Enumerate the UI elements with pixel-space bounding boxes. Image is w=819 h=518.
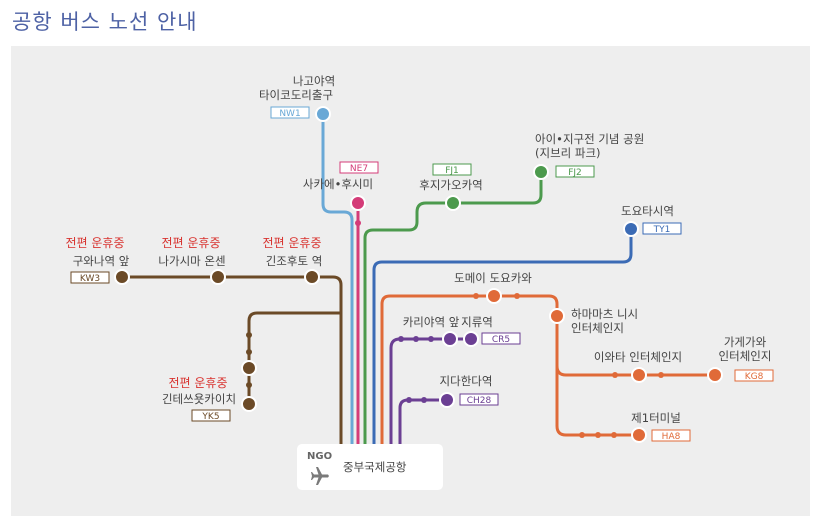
route-dot-orange-7 [611,432,617,438]
route-dot-purple-2 [413,336,419,342]
station-nw1[interactable] [315,106,331,122]
airport-box[interactable]: NGO 중부국제공항 [297,444,443,490]
label-fj2-line1: 아이•지구전 기념 공원 [535,132,644,146]
route-dot-brown-1 [246,332,252,338]
route-dot-purple-1 [398,336,404,342]
page-title: 공항 버스 노선 안내 [12,10,198,34]
route-dot-orange-2 [514,293,520,299]
badge-ha8: HA8 [651,429,691,442]
label-hamamatsu-line1: 하마마츠 니시 [571,307,638,321]
label-fj1: 후지가오카역 [419,178,482,192]
station-nagashima[interactable] [210,269,226,285]
label-gozaisho: 긴조후토 역 [266,254,323,268]
station-tokoname[interactable] [486,288,502,304]
station-ha8[interactable] [631,427,647,443]
label-kakegawa-line1: 가게가와 [724,335,767,349]
station-gozaisho[interactable] [304,269,320,285]
label-suspended-kw3: 전편 운휴중 [65,236,124,250]
station-cr5[interactable] [463,331,479,347]
route-line-purple-cr5 [389,337,471,444]
label-tokoname: 도메이 도요카와 [454,271,532,285]
airport-code: NGO [307,451,332,462]
label-nw1-line2: 타이코도리출구 [259,88,333,102]
badge-ty1: TY1 [642,222,682,235]
label-kw3: 구와나역 앞 [73,254,130,268]
route-line-purple-ch28 [398,398,447,444]
label-suspended-nagashima: 전편 운휴중 [161,236,220,250]
station-ch28[interactable] [439,392,455,408]
route-line-orange-ha8 [555,364,639,437]
label-suspended-yk5: 전편 운휴중 [168,376,227,390]
badge-kg8: KG8 [734,369,774,382]
label-hamamatsu-line2: 인터체인지 [571,321,624,335]
route-dot-purple-5 [421,397,427,403]
badge-yk5: YK5 [191,409,231,422]
badge-kw3: KW3 [70,271,110,284]
label-chiryu: 지류역 [461,315,493,329]
station-ty1[interactable] [623,221,639,237]
station-kw3[interactable] [114,269,130,285]
airport-name: 중부국제공항 [343,460,407,474]
route-dot-orange-5 [579,432,585,438]
code-fj2: FJ2 [568,168,582,178]
label-terminal1: 제1터미널 [631,411,681,425]
badge-cr5: CR5 [481,332,521,345]
route-dot-purple-4 [406,397,412,403]
badge-ne7: NE7 [339,161,379,174]
code-kw3: KW3 [80,274,100,284]
label-kariya: 카리야역 앞 [403,315,460,329]
route-dot-ne7 [355,220,361,226]
route-line-fj [363,172,543,444]
route-diagram: NW1 NE7 FJ1 FJ2 TY1 KW3 YK5 CR5 CH28 KG8… [65,74,774,490]
code-ch28: CH28 [467,396,492,406]
label-nw1-line1: 나고야역 [293,74,335,88]
badge-fj2: FJ2 [555,165,595,178]
route-line-nw1 [321,114,354,444]
airplane-icon [311,467,329,485]
station-hamamatsu[interactable] [549,308,565,324]
route-line-orange [380,294,715,444]
label-chita: 지다한다역 [440,374,493,388]
code-fj1: FJ1 [445,166,459,176]
station-fj1[interactable] [445,195,461,211]
label-yk5: 긴테쓰욧카이치 [162,392,236,406]
label-suspended-gozaisho: 전편 운휴중 [262,236,321,250]
station-ne7[interactable] [350,195,366,211]
label-kakegawa-line2: 인터체인지 [719,349,772,363]
route-dot-orange-6 [595,432,601,438]
station-fj2[interactable] [533,164,549,180]
station-yk5-upper[interactable] [241,360,257,376]
route-line-ty1 [372,229,633,444]
station-yk5[interactable] [241,396,257,412]
code-kg8: KG8 [745,372,764,382]
route-line-brown-yk5 [247,311,341,404]
route-dot-orange-1 [473,293,479,299]
code-ne7: NE7 [350,164,368,174]
route-dot-orange-4 [658,372,664,378]
route-dot-purple-3 [428,336,434,342]
code-ty1: TY1 [653,225,671,235]
code-cr5: CR5 [492,335,510,345]
route-dot-orange-3 [612,372,618,378]
badge-fj1: FJ1 [432,163,472,176]
label-iwata: 이와타 인터체인지 [594,350,682,364]
label-ty1: 도요타시역 [621,204,674,218]
code-ha8: HA8 [662,432,681,442]
label-ne7: 사카에•후시미 [303,177,373,191]
station-iwata[interactable] [631,367,647,383]
label-nagashima: 나가시마 온센 [158,254,225,268]
label-fj2-line2: (지브리 파크) [535,146,601,160]
station-kariya[interactable] [442,331,458,347]
badge-ch28: CH28 [459,393,499,406]
route-map: NW1 NE7 FJ1 FJ2 TY1 KW3 YK5 CR5 CH28 KG8… [11,46,810,516]
route-dot-brown-3 [246,382,252,388]
code-nw1: NW1 [279,109,300,119]
route-dot-brown-2 [246,349,252,355]
badge-nw1: NW1 [270,106,310,119]
code-yk5: YK5 [201,412,219,422]
station-kg8[interactable] [707,367,723,383]
route-line-brown [122,275,343,444]
